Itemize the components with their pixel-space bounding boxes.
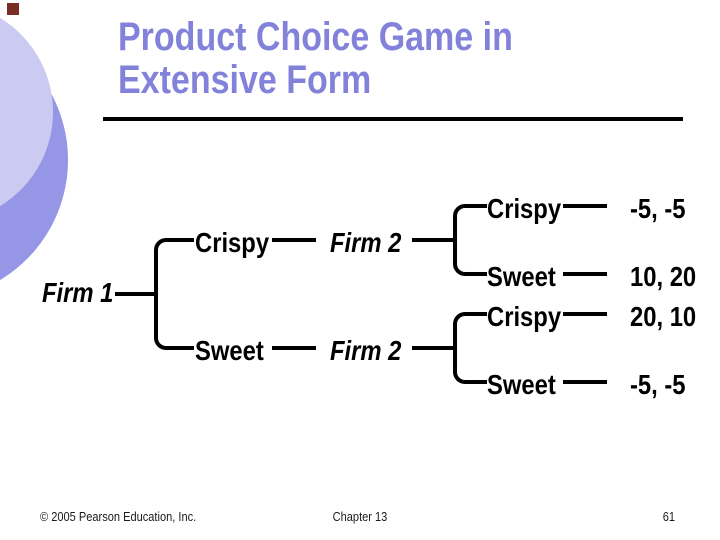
corner-accent-square <box>7 3 19 15</box>
leaf-sweet-sweet-line <box>563 380 607 384</box>
firm1-branch-bracket <box>154 238 194 350</box>
footer-copyright: © 2005 Pearson Education, Inc. <box>40 509 197 524</box>
branch-top-action-label: Crispy <box>195 227 270 258</box>
leaf-sweet-crispy-label: Crispy <box>487 301 562 332</box>
firm1-node-label: Firm 1 <box>42 277 114 308</box>
branch-bottom-connector-line <box>272 346 316 350</box>
footer-chapter: Chapter 13 <box>332 509 388 524</box>
payoff-sweet-crispy: 20, 10 <box>630 301 697 332</box>
leaf-sweet-crispy-line <box>563 312 607 316</box>
payoff-crispy-crispy: -5, -5 <box>630 193 686 224</box>
leaf-crispy-sweet-line <box>563 272 607 276</box>
firm1-stub-line <box>115 292 156 296</box>
firm2-top-stub-line <box>412 238 457 242</box>
slide-title-line2: Extensive Form <box>118 58 372 102</box>
leaf-crispy-sweet-label: Sweet <box>487 261 556 292</box>
leaf-sweet-sweet-label: Sweet <box>487 369 556 400</box>
firm2-bottom-branch-bracket <box>453 312 487 384</box>
branch-bottom-action-label: Sweet <box>195 335 264 366</box>
payoff-sweet-sweet: -5, -5 <box>630 369 686 400</box>
title-underline <box>103 117 683 121</box>
slide-title-line1: Product Choice Game in <box>118 15 513 59</box>
firm2-node-label-bottom: Firm 2 <box>330 335 402 366</box>
footer-page-number: 61 <box>662 509 675 524</box>
leaf-crispy-crispy-line <box>563 204 607 208</box>
firm2-node-label-top: Firm 2 <box>330 227 402 258</box>
payoff-crispy-sweet: 10, 20 <box>630 261 697 292</box>
branch-top-connector-line <box>272 238 316 242</box>
firm2-top-branch-bracket <box>453 204 487 276</box>
firm2-bottom-stub-line <box>412 346 457 350</box>
leaf-crispy-crispy-label: Crispy <box>487 193 562 224</box>
slide-title: Product Choice Game in Extensive Form <box>118 16 513 102</box>
